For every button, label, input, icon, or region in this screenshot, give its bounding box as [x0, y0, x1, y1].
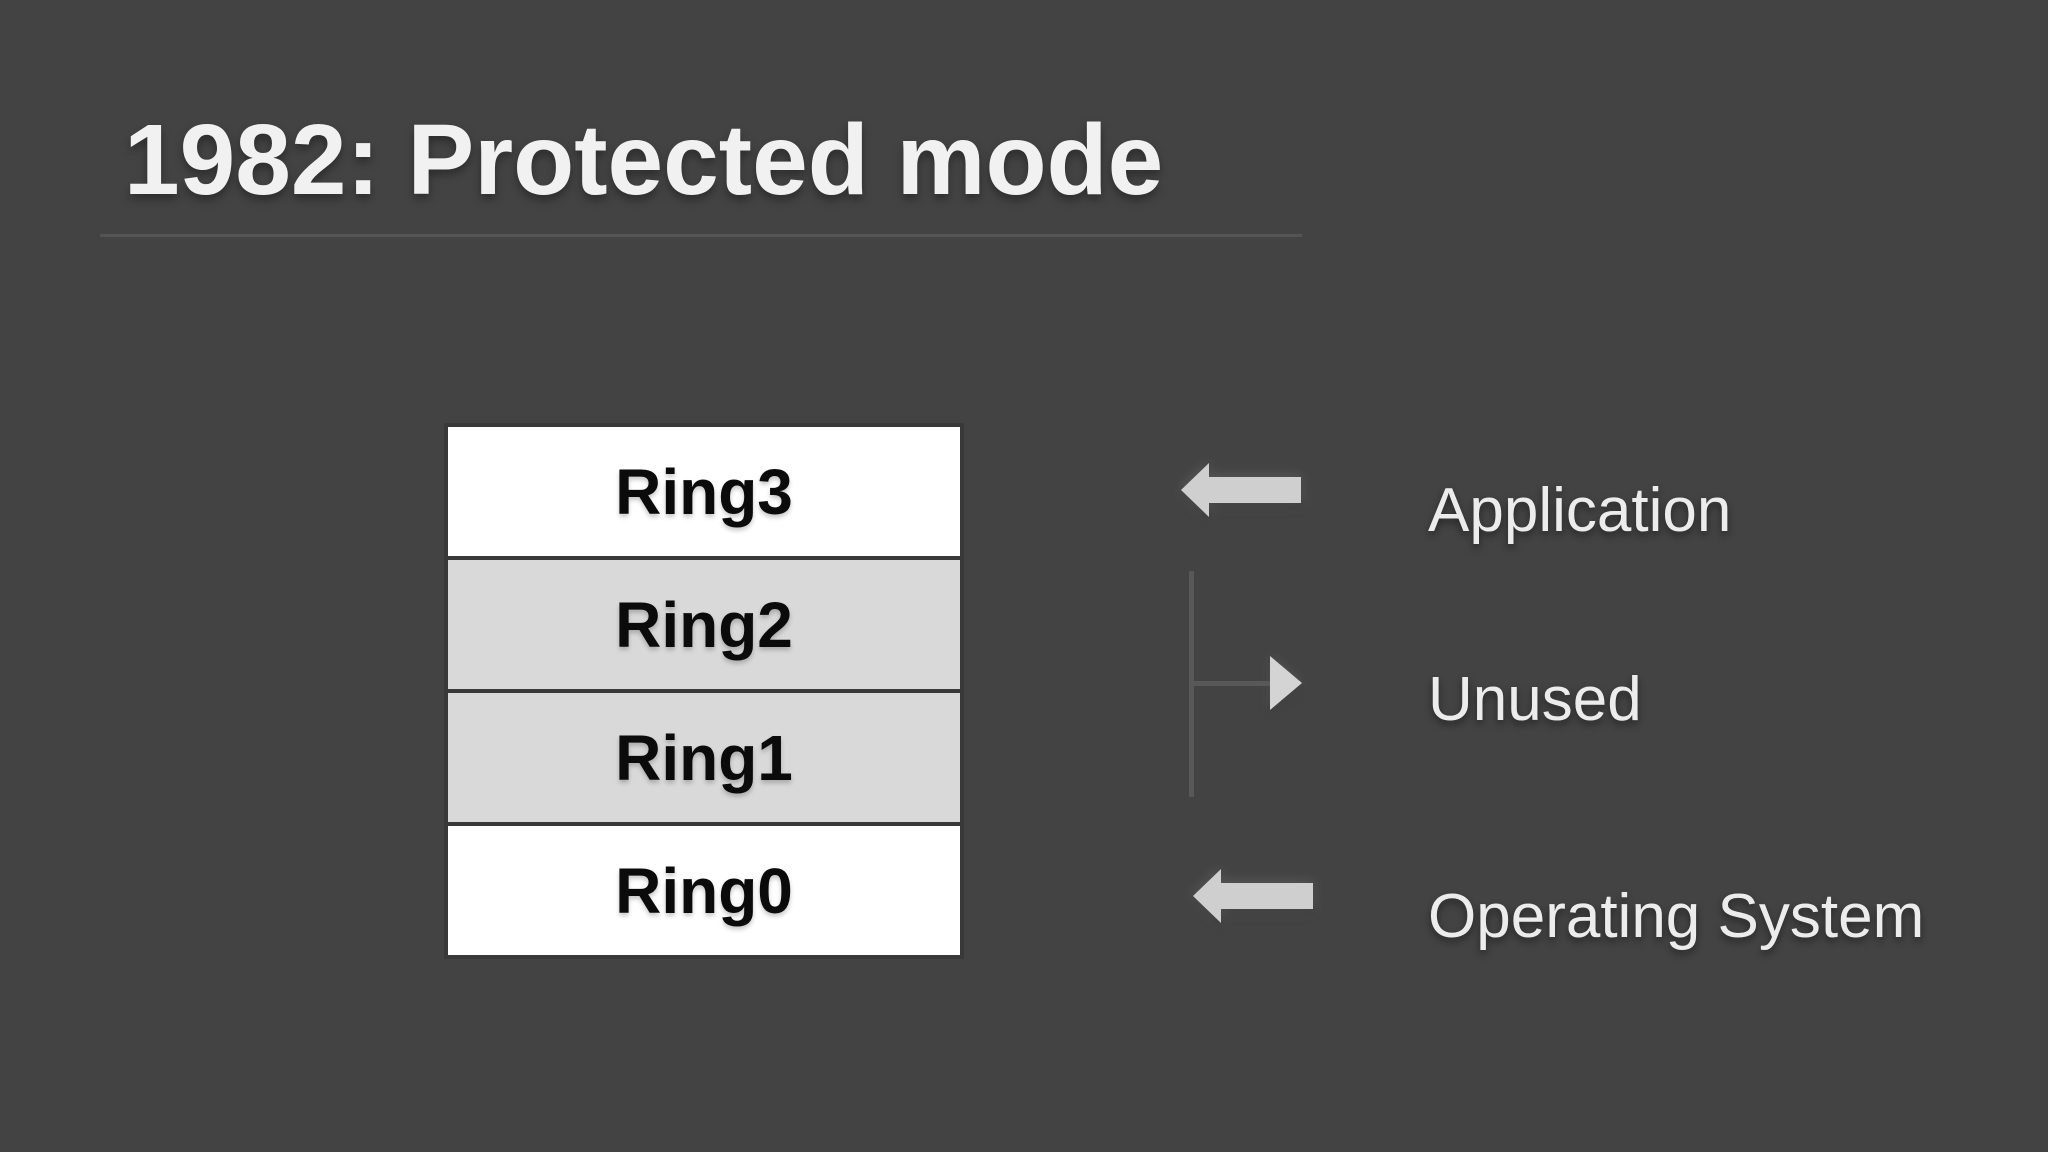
- branch-arrow-right-icon: [1270, 656, 1302, 710]
- ring-row-ring2: Ring2: [448, 556, 960, 689]
- ring-row-ring1: Ring1: [448, 689, 960, 822]
- bracket-vertical-line: [1189, 571, 1194, 797]
- ring-label: Ring2: [615, 588, 793, 661]
- annotation-label-application: Application: [1428, 476, 1732, 545]
- ring-label: Ring3: [615, 455, 793, 528]
- bracket-horizontal-line: [1192, 681, 1274, 686]
- arrow-left-icon: [1193, 869, 1313, 923]
- ring-row-ring0: Ring0: [448, 822, 960, 955]
- arrow-left-icon: [1181, 463, 1301, 517]
- ring-label: Ring0: [615, 854, 793, 927]
- ring-row-ring3: Ring3: [448, 427, 960, 556]
- title-underline: [100, 234, 1302, 237]
- ring-label: Ring1: [615, 721, 793, 794]
- ring-stack: Ring3 Ring2 Ring1 Ring0: [444, 423, 964, 959]
- slide-title: 1982: Protected mode: [124, 104, 1164, 216]
- annotation-label-operating-system: Operating System: [1428, 882, 1925, 951]
- annotation-label-unused: Unused: [1428, 665, 1642, 734]
